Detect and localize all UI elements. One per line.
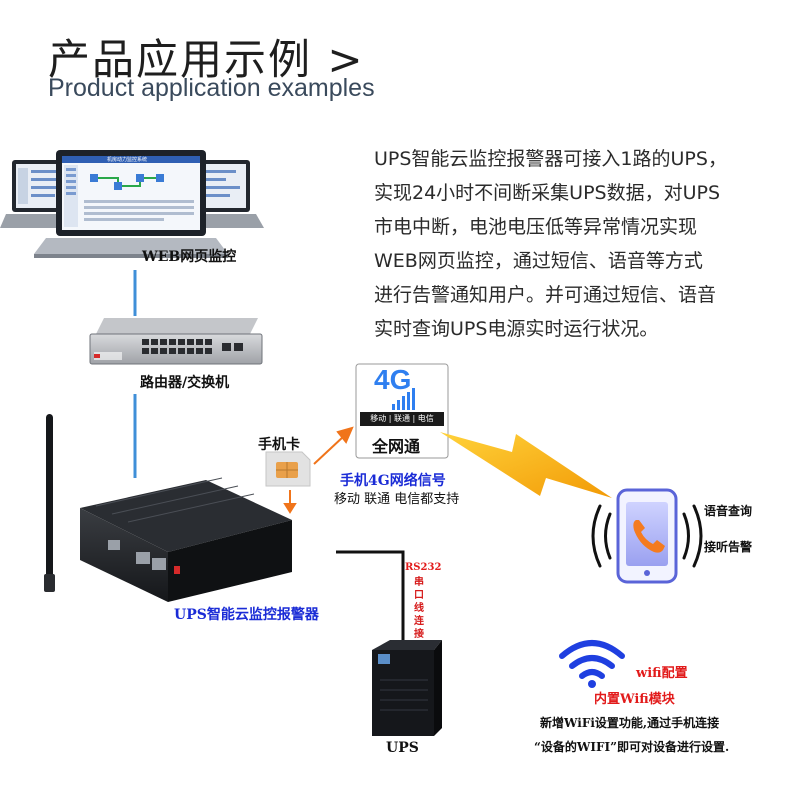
screen-title: 机房动力监控系统 (107, 156, 147, 163)
device-illustration (44, 414, 292, 602)
rs232-cable (336, 550, 405, 650)
label-carriers: 移动 联通 电信都支持 (334, 492, 460, 507)
label-wifi-module: 内置Wifi模块 (594, 692, 675, 707)
label-router: 路由器/交换机 (140, 375, 230, 391)
laptop-center-base (34, 238, 228, 254)
description-line: WEB网页监控，通过短信、语音等方式 (374, 250, 703, 272)
description-line: UPS智能云监控报警器可接入1路的UPS， (374, 148, 727, 170)
label-voice-query: 语音查询 (704, 504, 753, 518)
phone-call-icon (633, 520, 665, 553)
switch-illustration (89, 318, 263, 365)
label-web: WEB网页监控 (142, 249, 237, 265)
badge-carriers: 移动 | 联通 | 电信 (370, 414, 434, 423)
description-line: 实时查询UPS电源实时运行状况。 (374, 318, 659, 340)
serial-char: 口 (414, 590, 424, 601)
sim-arrows (283, 426, 354, 514)
label-wifi-note-2: “设备的WIFI”即可对设备进行设置. (534, 740, 730, 754)
signal-bars-icon (392, 388, 415, 410)
ups-display (378, 654, 390, 664)
serial-char: 接 (414, 629, 424, 640)
laptops-illustration (0, 150, 264, 258)
badge-4g (355, 363, 449, 459)
description-line: 实现24小时不间断采集UPS数据，对UPS (374, 182, 721, 204)
label-rs232: RS232 (405, 562, 442, 573)
device-ports (108, 540, 166, 570)
antenna (46, 414, 53, 584)
badge-4g-label: 4G (374, 364, 412, 395)
label-wifi-config: wifi配置 (636, 666, 688, 681)
label-signal: 手机4G网络信号 (340, 473, 446, 489)
page-title: 产品应用示例 > (48, 35, 365, 84)
label-answer-alarm: 接听告警 (704, 540, 753, 554)
serial-char: 连 (414, 616, 424, 627)
sim-card-icon (265, 451, 311, 487)
label-serial-vertical: 串 口 线 连 接 (412, 576, 426, 641)
label-ups: UPS (386, 740, 419, 756)
serial-char: 线 (414, 603, 424, 614)
description: UPS智能云监控报警器可接入1路的UPS， 实现24小时不间断采集UPS数据，对… (374, 142, 784, 346)
wifi-dot (588, 680, 596, 688)
description-line: 市电中断，电池电压低等异常情况实现 (374, 216, 698, 238)
page-subtitle: Product application examples (48, 74, 375, 102)
phone-illustration (591, 488, 703, 584)
switch-ports (142, 339, 243, 354)
badge-all-network: 全网通 (372, 437, 421, 456)
label-device: UPS智能云监控报警器 (174, 607, 319, 623)
label-sim: 手机卡 (258, 437, 300, 453)
description-line: 进行告警通知用户。并可通过短信、语音 (374, 284, 717, 306)
laptop-center-screen (62, 156, 200, 230)
serial-char: 串 (414, 577, 424, 588)
label-wifi-note-1: 新增WiFi设置功能,通过手机连接 (540, 716, 720, 730)
wifi-icon (559, 640, 625, 679)
ups-illustration (372, 640, 442, 736)
sound-waves-icon (591, 504, 703, 568)
lightning-bolt (440, 432, 612, 498)
